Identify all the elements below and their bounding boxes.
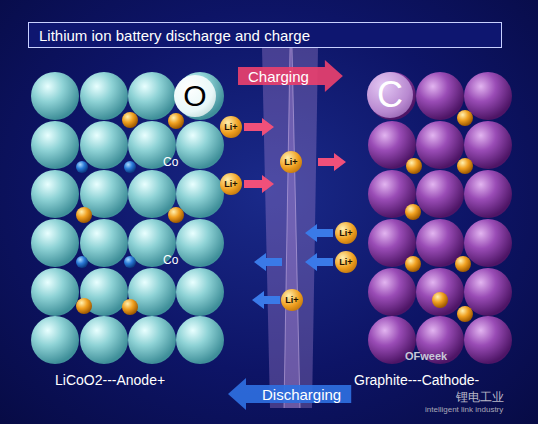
atom-sphere [76, 298, 92, 314]
electrode-label: LiCoO2---Anode+ [55, 372, 165, 388]
ion-label: Li+ [284, 157, 297, 167]
title-box: Lithium ion battery discharge and charge [28, 22, 502, 48]
element-label: Co [163, 253, 178, 267]
lithium-ion: Li+ [220, 173, 242, 195]
atom-sphere [31, 121, 79, 169]
atom-sphere [31, 316, 79, 364]
atom-sphere [31, 219, 79, 267]
lithium-ion: Li+ [335, 251, 357, 273]
atom-sphere [368, 72, 416, 120]
atom-sphere [31, 72, 79, 120]
atom-sphere [128, 72, 176, 120]
lithium-ion: Li+ [220, 116, 242, 138]
watermark: 锂电工业 [456, 389, 504, 406]
arrow-label: Discharging [262, 386, 341, 403]
atom-sphere [176, 316, 224, 364]
atom-sphere [76, 207, 92, 223]
atom-sphere [457, 306, 473, 322]
atom-sphere [168, 113, 184, 129]
atom-sphere [432, 292, 448, 308]
ion-label: Li+ [285, 295, 298, 305]
atom-sphere [128, 316, 176, 364]
atom-sphere [406, 158, 422, 174]
oxygen-symbol: O [174, 75, 216, 117]
atom-sphere [416, 268, 464, 316]
element-label: Co [163, 155, 178, 169]
atom-sphere [176, 268, 224, 316]
atom-sphere [124, 161, 136, 173]
atom-sphere [455, 256, 471, 272]
direction-arrow: Discharging [228, 382, 351, 406]
atom-sphere [80, 316, 128, 364]
atom-sphere [122, 112, 138, 128]
carbon-symbol: C [367, 72, 413, 118]
atom-sphere [124, 256, 136, 268]
atom-sphere [416, 72, 464, 120]
atom-sphere [176, 170, 224, 218]
atom-sphere [464, 268, 512, 316]
title-text: Lithium ion battery discharge and charge [39, 27, 310, 44]
atom-sphere [416, 121, 464, 169]
atom-sphere [176, 121, 224, 169]
atom-sphere [76, 256, 88, 268]
atom-sphere [31, 170, 79, 218]
arrow-label: Charging [248, 68, 309, 85]
atom-sphere [405, 256, 421, 272]
atom-sphere [31, 268, 79, 316]
atom-sphere [464, 72, 512, 120]
atom-sphere [128, 170, 176, 218]
watermark: intelligent link industry [425, 405, 503, 414]
atom-sphere [176, 219, 224, 267]
atom-sphere [464, 316, 512, 364]
element-symbol: O [183, 79, 206, 113]
element-symbol: C [377, 74, 403, 116]
atom-sphere [168, 207, 184, 223]
atom-sphere [457, 110, 473, 126]
atom-sphere [416, 170, 464, 218]
atom-sphere [464, 170, 512, 218]
lithium-ion: Li+ [335, 222, 357, 244]
atom-sphere [80, 72, 128, 120]
ion-label: Li+ [224, 179, 237, 189]
electrode-label: Graphite---Cathode- [354, 372, 479, 388]
ion-label: Li+ [339, 228, 352, 238]
atom-sphere [457, 158, 473, 174]
atom-sphere [464, 219, 512, 267]
atom-sphere [80, 121, 128, 169]
direction-arrow: Charging [238, 64, 343, 88]
atom-sphere [405, 204, 421, 220]
atom-sphere [76, 161, 88, 173]
watermark: OFweek [405, 350, 447, 362]
lithium-ion: Li+ [280, 151, 302, 173]
ion-label: Li+ [224, 122, 237, 132]
atom-sphere [368, 268, 416, 316]
ion-label: Li+ [339, 257, 352, 267]
atom-sphere [122, 299, 138, 315]
lithium-ion: Li+ [281, 289, 303, 311]
